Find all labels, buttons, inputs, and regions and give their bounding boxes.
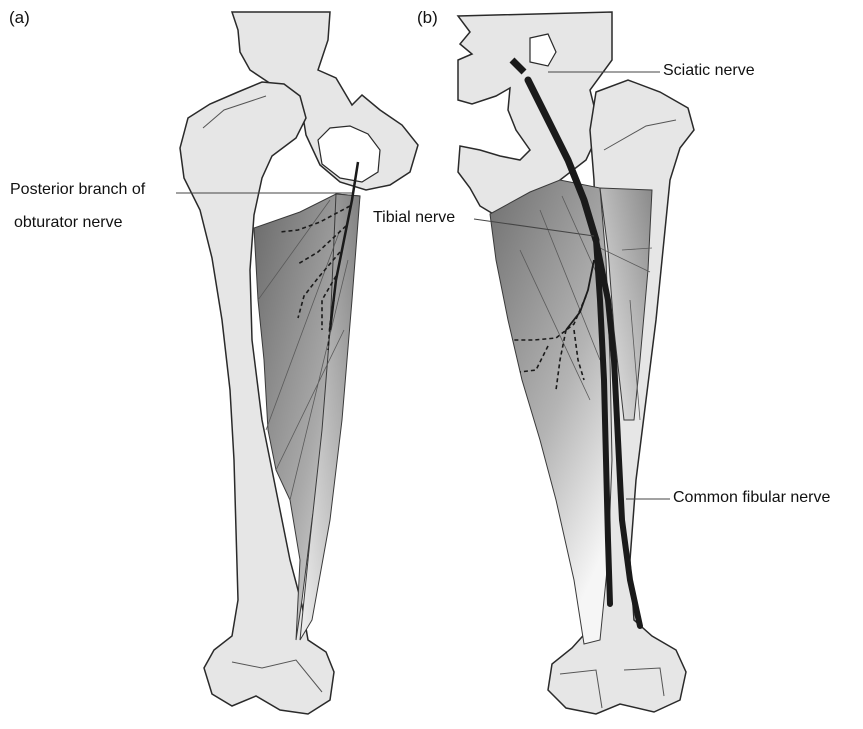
label-common-fibular-nerve: Common fibular nerve: [673, 488, 830, 507]
label-tibial-nerve: Tibial nerve: [373, 208, 455, 227]
panel-a-tag: (a): [9, 8, 30, 27]
panel-a-drawing: [176, 12, 418, 714]
panel-b-tag: (b): [417, 8, 438, 27]
label-posterior-branch-line2: obturator nerve: [14, 213, 123, 232]
panel-b-drawing: [458, 12, 694, 714]
label-sciatic-nerve: Sciatic nerve: [663, 61, 755, 80]
label-posterior-branch-line1: Posterior branch of: [10, 180, 145, 199]
